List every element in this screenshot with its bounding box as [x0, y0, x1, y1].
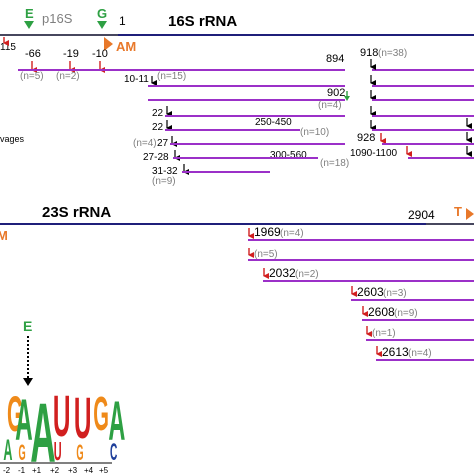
pos-10-label: -10	[92, 48, 108, 60]
logo-pos-5: +3	[68, 466, 78, 474]
logo-pos-3: +1	[32, 466, 42, 474]
pos-918-label: 918	[360, 47, 378, 59]
logo-top-7: A	[108, 390, 125, 453]
logo-marker-e: E	[23, 318, 32, 334]
pos-66-label: -66	[25, 48, 41, 60]
n10-label: (n=10)	[300, 127, 329, 138]
logo-bottom-1: A	[3, 433, 12, 467]
rrna23-title: 23S rRNA	[42, 204, 111, 221]
n1-23s: (n=1)	[372, 328, 396, 339]
pos-22a-label: 22	[152, 108, 164, 119]
n2-23s: (n=2)	[295, 269, 319, 280]
n4b-23s: (n=4)	[408, 348, 432, 359]
logo-pos-2: -1	[18, 466, 26, 474]
n15-label: (n=15)	[157, 71, 186, 82]
logo-top-1: G	[7, 387, 23, 443]
pos-928-label: 928	[357, 132, 375, 144]
marker-g-16s: G	[97, 6, 107, 21]
logo-bottom-4: U	[54, 438, 62, 467]
n5-16s: (n=5)	[20, 71, 44, 82]
n5-23s: (n=5)	[254, 249, 278, 260]
p16s-label: p16S	[42, 11, 73, 26]
logo-pos-4: +2	[50, 466, 60, 474]
n2-16s: (n=2)	[56, 71, 80, 82]
logo-bottom-7: C	[110, 438, 117, 465]
logo-top-5: U	[74, 387, 92, 451]
vages-label: vages	[0, 134, 25, 144]
pos-19-label: -19	[63, 48, 79, 60]
n4b-16s: (n=4)	[133, 138, 157, 149]
pos-2613-label: 2613	[382, 345, 409, 359]
pos-27-label: 27	[157, 138, 169, 149]
am-triangle-icon	[104, 37, 113, 51]
t-label: T	[454, 204, 462, 219]
pos-10-11-label: 10-11	[124, 74, 149, 85]
n9-23s: (n=9)	[394, 308, 418, 319]
logo-top-4: U	[53, 385, 71, 449]
sequence-logo: E G A A U U G A A G U G C -2 -1 +1 +2 +3…	[0, 318, 125, 474]
pos-250-450-label: 250-450	[255, 117, 292, 128]
n3-23s: (n=3)	[383, 288, 407, 299]
pos-894-label: 894	[326, 53, 344, 65]
logo-top-2: A	[15, 389, 33, 453]
arrowhead-902-green-icon	[344, 96, 350, 101]
marker-e-16s: E	[25, 6, 34, 21]
pos-1-label: 1	[119, 14, 126, 28]
marker-g-16s-triangle-icon	[97, 21, 107, 29]
pos-31-32-label: 31-32	[152, 166, 178, 177]
logo-bottom-5: G	[76, 440, 83, 465]
logo-pos-7: +5	[99, 466, 109, 474]
pos-1090-1100-label: 1090-1100	[350, 148, 398, 159]
am-label: AM	[116, 39, 136, 54]
pos-115-label: 115	[0, 42, 16, 53]
marker-e-16s-triangle-icon	[24, 21, 34, 29]
n9-16s: (n=9)	[152, 176, 176, 187]
logo-pos-6: +4	[84, 466, 94, 474]
n4a-23s: (n=4)	[280, 228, 304, 239]
m-label: M	[0, 228, 8, 243]
pos-300-560-label: 300-560	[270, 150, 307, 161]
pos-2603-label: 2603	[357, 285, 384, 299]
pos-2608-label: 2608	[368, 305, 395, 319]
pos-2904-label: 2904	[408, 208, 435, 222]
rrna23-panel: 23S rRNA 2904 T M 1969 (n=4) (n=5) 2032 …	[0, 204, 474, 361]
pos-22b-label: 22	[152, 122, 164, 133]
logo-pos-1: -2	[3, 466, 11, 474]
pos-2032-label: 2032	[269, 266, 296, 280]
n38-label: (n=38)	[378, 48, 407, 59]
pos-902-label: 902	[327, 87, 345, 99]
logo-top-3: A	[30, 386, 55, 474]
pos-1969-label: 1969	[254, 225, 281, 239]
logo-bottom-2: G	[18, 440, 25, 465]
logo-arrowhead-icon	[23, 378, 33, 386]
logo-top-6: G	[93, 387, 109, 440]
n18-label: (n=18)	[320, 158, 349, 169]
n4a-16s: (n=4)	[318, 100, 342, 111]
t-triangle-icon	[466, 208, 474, 220]
pos-27-28-label: 27-28	[143, 152, 169, 163]
rrna16-title: 16S rRNA	[168, 13, 237, 30]
rrna16-panel: 16S rRNA p16S E G 1 AM 115 -66 -19 -10 (…	[0, 6, 474, 187]
